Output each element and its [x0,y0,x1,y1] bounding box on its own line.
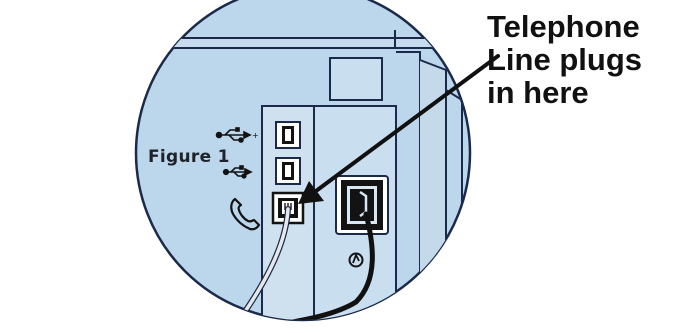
callout-line-3: in here [487,75,589,110]
usb-icon: + [215,127,259,143]
svg-text:+: + [252,131,259,140]
figure-label: Figure 1 [148,147,230,167]
callout-line-2: Line plugs [487,42,642,77]
power-socket [335,175,389,235]
pointer-arrow [298,54,500,204]
usb-icon [222,165,253,179]
power-cord [245,211,375,320]
power-icon [348,252,364,268]
usb-port-top [275,121,301,149]
callout-line-1: Telephone [487,9,640,44]
usb-port-bottom [275,157,301,185]
callout-text: Telephone Line plugs in here [487,10,642,109]
telephone-handset-icon [230,197,261,231]
